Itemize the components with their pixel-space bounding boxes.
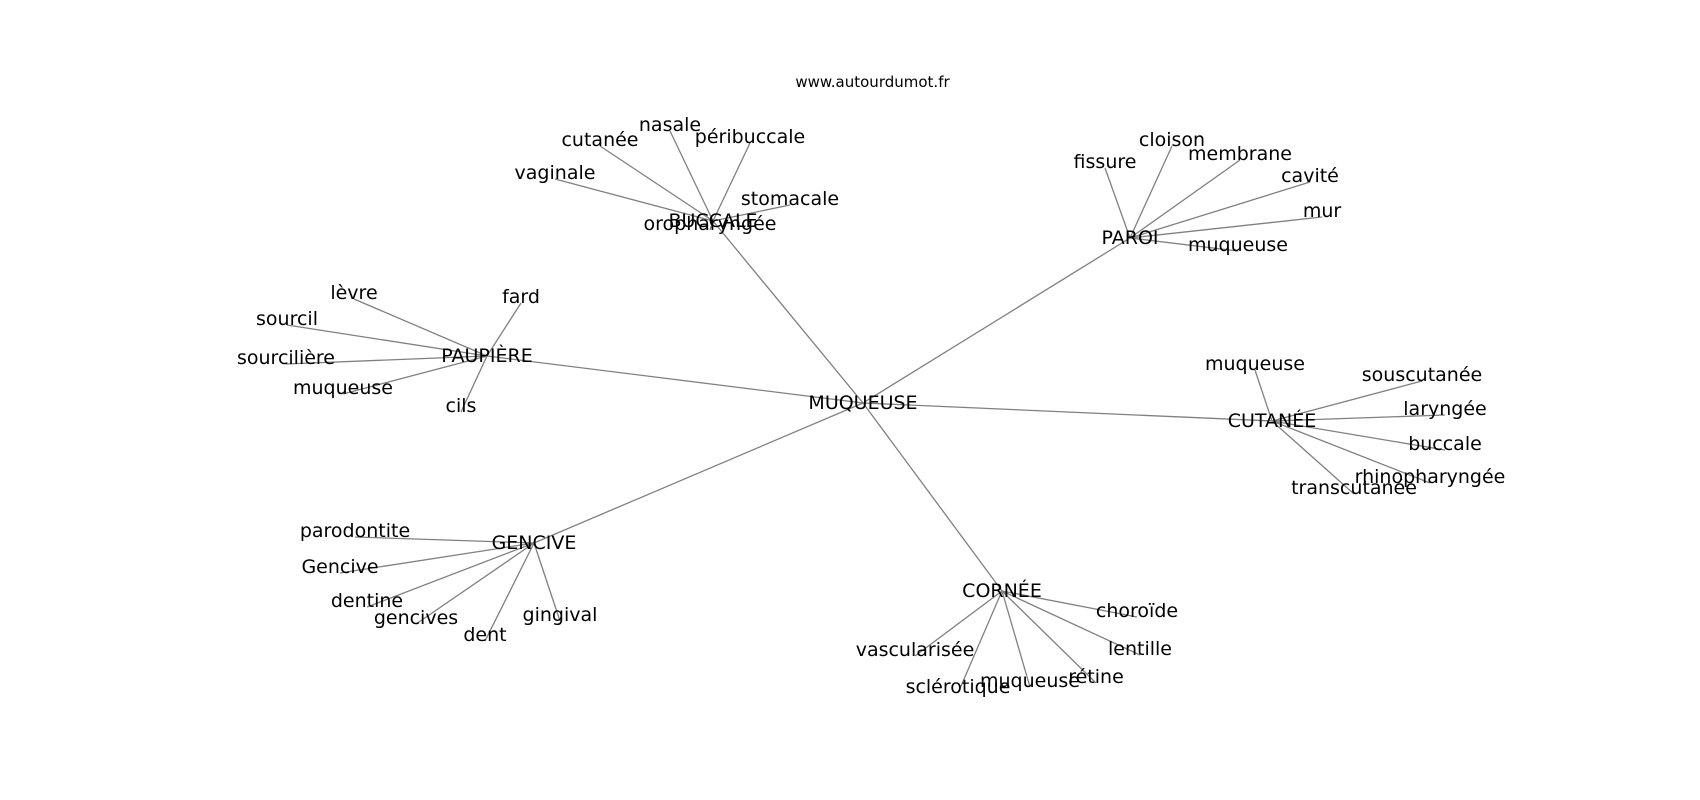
hub-node-paupiere[interactable]: PAUPIÈRE xyxy=(441,344,532,367)
edge-paupiere-sourcil xyxy=(286,324,488,357)
leaf-node-cutanee-muqueuse[interactable]: muqueuse xyxy=(1205,353,1305,375)
leaf-node-cornee-vascularisee[interactable]: vascularisée xyxy=(856,639,975,661)
edge-paroi-muqueuse xyxy=(1129,237,1239,252)
edge-buccale-oropharyngee xyxy=(709,220,714,231)
hub-node-cutanee[interactable]: CUTANÉE xyxy=(1228,409,1317,432)
edge-paupiere-cils xyxy=(460,355,488,413)
edge-cornee-sclerotique xyxy=(957,590,1003,694)
edge-gencive-dentine xyxy=(366,542,535,608)
hub-node-gencive[interactable]: GENCIVE xyxy=(492,532,577,554)
leaf-node-paupiere-fard[interactable]: fard xyxy=(502,286,540,308)
leaf-node-paroi-cavite[interactable]: cavité xyxy=(1281,165,1339,187)
edge-cutanee-buccale xyxy=(1271,420,1446,451)
edge-cornee-choroide xyxy=(1001,590,1138,618)
edge-cornee-vascularisee xyxy=(914,590,1003,657)
leaf-node-buccale-vaginale[interactable]: vaginale xyxy=(515,162,596,184)
edge-buccale-vaginale xyxy=(554,178,714,222)
leaf-node-paupiere-cils[interactable]: cils xyxy=(446,395,477,417)
leaf-node-gencive-dent[interactable]: dent xyxy=(463,624,506,646)
edge-root-paroi xyxy=(862,237,1131,404)
edge-paroi-cloison xyxy=(1129,145,1173,239)
leaf-node-gencive-gencive[interactable]: Gencive xyxy=(301,556,378,578)
edge-paupiere-muqueuse xyxy=(342,355,488,395)
edge-root-buccale xyxy=(712,220,864,404)
edge-cutanee-souscutanee xyxy=(1271,380,1423,422)
hub-node-buccale[interactable]: BUCCALE xyxy=(668,210,757,232)
leaf-node-cornee-sclerotique[interactable]: sclérotique xyxy=(906,676,1011,698)
edge-paupiere-levre xyxy=(353,298,488,357)
leaf-node-paupiere-sourciliere[interactable]: sourcilière xyxy=(237,347,335,369)
leaf-node-paroi-cloison[interactable]: cloison xyxy=(1139,129,1205,151)
leaf-node-gencive-dentine[interactable]: dentine xyxy=(331,590,403,612)
leaf-node-buccale-oropharyngee[interactable]: oropharyngée xyxy=(644,213,777,235)
edge-paupiere-fard xyxy=(486,302,522,357)
leaf-node-paroi-muqueuse[interactable]: muqueuse xyxy=(1188,234,1288,256)
edge-buccale-cutanee xyxy=(599,145,714,222)
leaf-node-cutanee-transcutanee[interactable]: transcutanée xyxy=(1291,477,1417,499)
site-url: www.autourdumot.fr xyxy=(795,73,950,91)
leaf-node-cornee-retine[interactable]: rétine xyxy=(1068,666,1124,688)
edge-cornee-muqueuse xyxy=(1001,590,1031,688)
leaf-node-paroi-membrane[interactable]: membrane xyxy=(1188,143,1292,165)
leaf-node-buccale-peribuccale[interactable]: péribuccale xyxy=(695,126,805,148)
leaf-node-gencive-gencives[interactable]: gencives xyxy=(374,607,458,629)
leaf-node-cutanee-laryngee[interactable]: laryngée xyxy=(1403,398,1486,420)
edge-cutanee-laryngee xyxy=(1271,414,1446,422)
edge-buccale-peribuccale xyxy=(712,142,751,222)
leaf-node-buccale-cutanee[interactable]: cutanée xyxy=(561,129,638,151)
leaf-node-buccale-stomacale[interactable]: stomacale xyxy=(741,188,839,210)
graph-edges xyxy=(285,130,1446,694)
edge-gencive-dent xyxy=(484,542,535,642)
leaf-node-buccale-nasale[interactable]: nasale xyxy=(639,114,701,136)
edge-root-cutanee xyxy=(862,402,1273,422)
edge-cutanee-muqueuse xyxy=(1254,369,1273,422)
edge-root-paupiere xyxy=(486,355,864,404)
edge-cutanee-transcutanee xyxy=(1271,420,1355,495)
edge-paupiere-sourciliere xyxy=(285,355,488,365)
edge-paroi-cavite xyxy=(1129,181,1311,239)
edge-root-gencive xyxy=(533,402,864,544)
leaf-node-paroi-fissure[interactable]: fissure xyxy=(1074,151,1137,173)
leaf-node-paupiere-levre[interactable]: lèvre xyxy=(330,282,377,304)
edge-root-cornee xyxy=(862,402,1003,592)
leaf-node-cornee-lentille[interactable]: lentille xyxy=(1108,638,1172,660)
leaf-node-paroi-mur[interactable]: mur xyxy=(1303,200,1342,222)
leaf-node-cornee-muqueuse[interactable]: muqueuse xyxy=(980,670,1080,692)
edge-cornee-lentille xyxy=(1001,590,1141,656)
edge-paroi-mur xyxy=(1129,216,1323,239)
root-node-muqueuse[interactable]: MUQUEUSE xyxy=(808,392,917,414)
edge-gencive-gingival xyxy=(533,542,561,622)
leaf-node-paupiere-muqueuse[interactable]: muqueuse xyxy=(293,377,393,399)
edge-gencive-gencive xyxy=(339,542,535,574)
edge-cutanee-rhinopharyngee xyxy=(1271,420,1431,484)
hub-node-paroi[interactable]: PAROI xyxy=(1102,227,1159,249)
leaf-node-gencive-parodontite[interactable]: parodontite xyxy=(300,520,410,542)
edge-buccale-nasale xyxy=(669,130,714,222)
edge-paroi-fissure xyxy=(1104,167,1131,239)
hub-node-cornee[interactable]: CORNÉE xyxy=(962,579,1042,602)
leaf-node-cornee-choroide[interactable]: choroïde xyxy=(1096,600,1178,622)
edge-paroi-membrane xyxy=(1129,159,1241,239)
edge-gencive-parodontite xyxy=(354,536,535,544)
leaf-node-cutanee-souscutanee[interactable]: souscutanée xyxy=(1362,364,1482,386)
leaf-node-cutanee-buccale[interactable]: buccale xyxy=(1408,433,1482,455)
leaf-node-paupiere-sourcil[interactable]: sourcil xyxy=(256,308,318,330)
leaf-node-gencive-gingival[interactable]: gingival xyxy=(523,604,598,626)
edge-buccale-stomacale xyxy=(712,204,791,222)
edge-gencive-gencives xyxy=(415,542,535,625)
leaf-node-cutanee-rhinopharyngee[interactable]: rhinopharyngée xyxy=(1355,466,1506,488)
edge-cornee-retine xyxy=(1001,590,1097,684)
